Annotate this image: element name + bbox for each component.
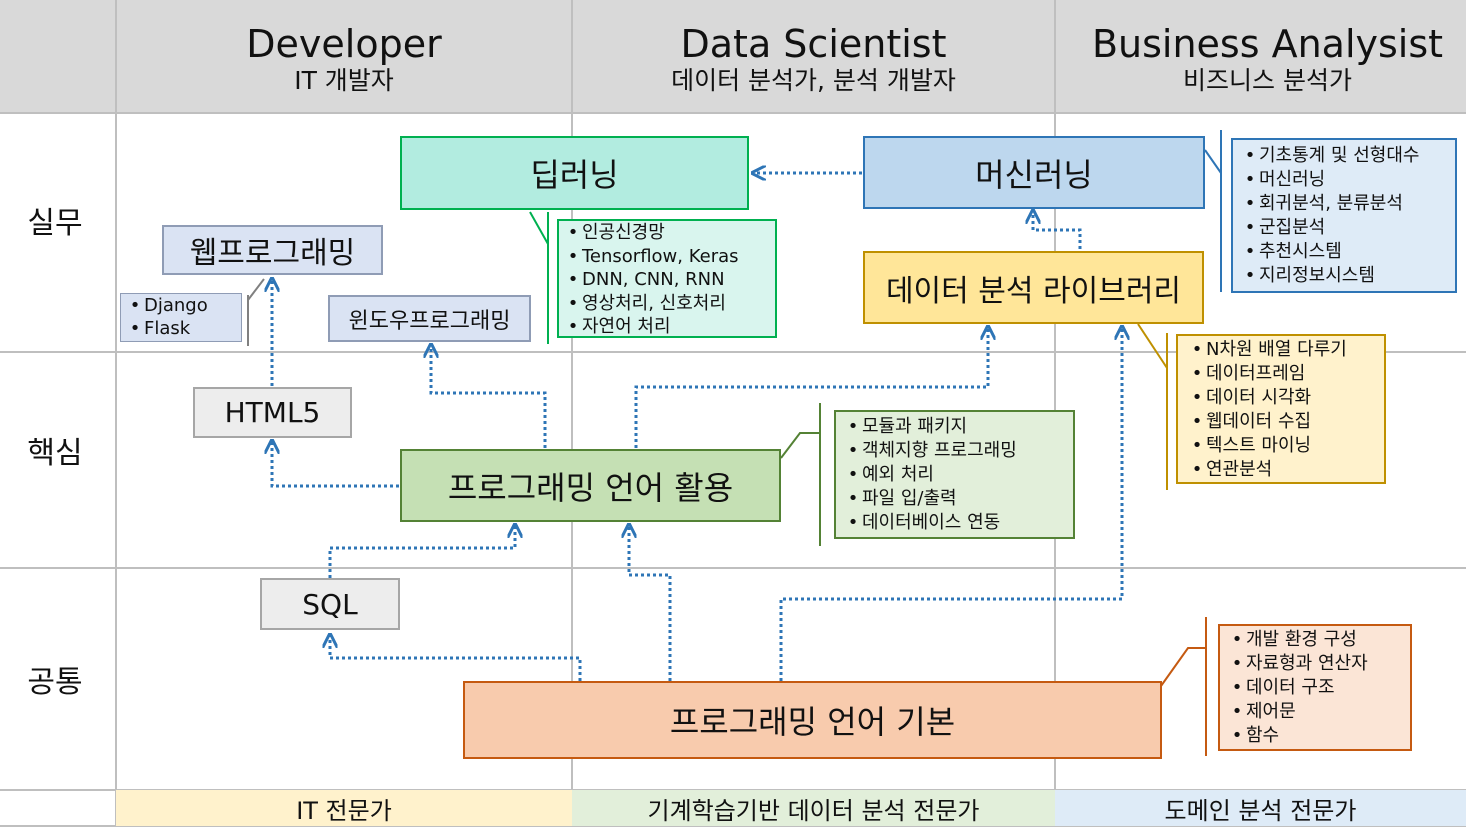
footer-it-expert: IT 전문가	[116, 790, 572, 826]
column-header-developer: Developer IT 개발자	[116, 22, 572, 96]
row-label-core: 핵심	[27, 436, 83, 471]
list-item: 자료형과 연산자	[1228, 652, 1410, 676]
deep-learning-box: 딥러닝	[400, 136, 749, 210]
list-item: 군집분석	[1241, 216, 1455, 240]
arrow-basic-to-sql	[330, 636, 582, 681]
list-item: Django	[126, 294, 241, 317]
bracket-basic	[1160, 617, 1207, 756]
bracket-library	[1137, 323, 1168, 490]
list-item: 지리정보시스템	[1241, 264, 1455, 288]
list-item: Flask	[126, 317, 241, 340]
programming-use-topics-list: 모듈과 패키지 객체지향 프로그래밍 예외 처리 파일 입/출력 데이터베이스 …	[834, 410, 1075, 539]
header-band	[0, 0, 1466, 113]
list-item: N차원 배열 다루기	[1188, 338, 1384, 362]
list-item: 인공신경망	[564, 221, 775, 245]
machine-learning-box: 머신러닝	[863, 136, 1205, 209]
arrow-basic-to-proguse	[629, 526, 672, 681]
row-label-practice: 실무	[27, 206, 83, 241]
list-item: 자연어 처리	[564, 315, 775, 339]
column-subtitle: 데이터 분석가, 분석 개발자	[671, 66, 956, 95]
row-label-common: 공통	[27, 665, 83, 700]
list-item: 데이터프레임	[1188, 362, 1384, 386]
arrow-proguse-to-window	[431, 346, 547, 448]
list-item: Tensorflow, Keras	[564, 245, 775, 269]
footer-domain-expert: 도메인 분석 전문가	[1055, 790, 1466, 826]
column-title: Data Scientist	[680, 22, 947, 66]
sql-box: SQL	[260, 578, 400, 630]
bracket-proguse	[780, 403, 821, 546]
list-item: 데이터 구조	[1228, 676, 1410, 700]
list-item: 파일 입/출력	[844, 487, 1073, 511]
bracket-web	[247, 278, 265, 346]
column-title: Business Analysist	[1091, 22, 1444, 66]
html5-box: HTML5	[193, 387, 352, 438]
list-item: 제어문	[1228, 700, 1410, 724]
arrow-proguse-to-html5	[272, 442, 399, 488]
arrow-sql-to-proguse	[328, 526, 515, 578]
list-item: 객체지향 프로그래밍	[844, 439, 1073, 463]
bracket-deep	[529, 211, 549, 344]
arrow-library-to-ml	[1033, 212, 1082, 249]
column-header-business-analyst: Business Analysist 비즈니스 분석가	[1055, 22, 1466, 96]
deep-learning-topics-list: 인공신경망 Tensorflow, Keras DNN, CNN, RNN 영상…	[557, 219, 777, 338]
list-item: 텍스트 마이닝	[1188, 434, 1384, 458]
data-library-topics-list: N차원 배열 다루기 데이터프레임 데이터 시각화 웹데이터 수집 텍스트 마이…	[1176, 334, 1386, 484]
list-item: 머신러닝	[1241, 168, 1455, 192]
list-item: 영상처리, 신호처리	[564, 292, 775, 316]
machine-learning-topics-list: 기초통계 및 선형대수 머신러닝 회귀분석, 분류분석 군집분석 추천시스템 지…	[1231, 138, 1457, 293]
web-framework-list: Django Flask	[120, 293, 242, 342]
data-analysis-library-box: 데이터 분석 라이브러리	[863, 251, 1204, 324]
list-item: 회귀분석, 분류분석	[1241, 192, 1455, 216]
footer-ml-data-expert: 기계학습기반 데이터 분석 전문가	[572, 790, 1055, 826]
programming-basic-topics-list: 개발 환경 구성 자료형과 연산자 데이터 구조 제어문 함수	[1218, 624, 1412, 751]
list-item: 예외 처리	[844, 463, 1073, 487]
list-item: 기초통계 및 선형대수	[1241, 144, 1455, 168]
window-programming-box: 윈도우프로그래밍	[328, 295, 531, 342]
programming-use-box: 프로그래밍 언어 활용	[400, 449, 781, 522]
list-item: 추천시스템	[1241, 240, 1455, 264]
list-item: 데이터베이스 연동	[844, 511, 1073, 535]
column-subtitle: IT 개발자	[294, 66, 394, 95]
list-item: 데이터 시각화	[1188, 386, 1384, 410]
list-item: 함수	[1228, 724, 1410, 748]
list-item: 개발 환경 구성	[1228, 628, 1410, 652]
programming-basic-box: 프로그래밍 언어 기본	[463, 681, 1162, 759]
list-item: 웹데이터 수집	[1188, 410, 1384, 434]
web-programming-box: 웹프로그래밍	[162, 225, 383, 275]
column-header-data-scientist: Data Scientist 데이터 분석가, 분석 개발자	[572, 22, 1055, 96]
bracket-ml	[1204, 130, 1222, 292]
list-item: 모듈과 패키지	[844, 415, 1073, 439]
column-subtitle: 비즈니스 분석가	[1183, 66, 1352, 95]
column-title: Developer	[246, 22, 442, 66]
list-item: 연관분석	[1188, 458, 1384, 482]
list-item: DNN, CNN, RNN	[564, 268, 775, 292]
